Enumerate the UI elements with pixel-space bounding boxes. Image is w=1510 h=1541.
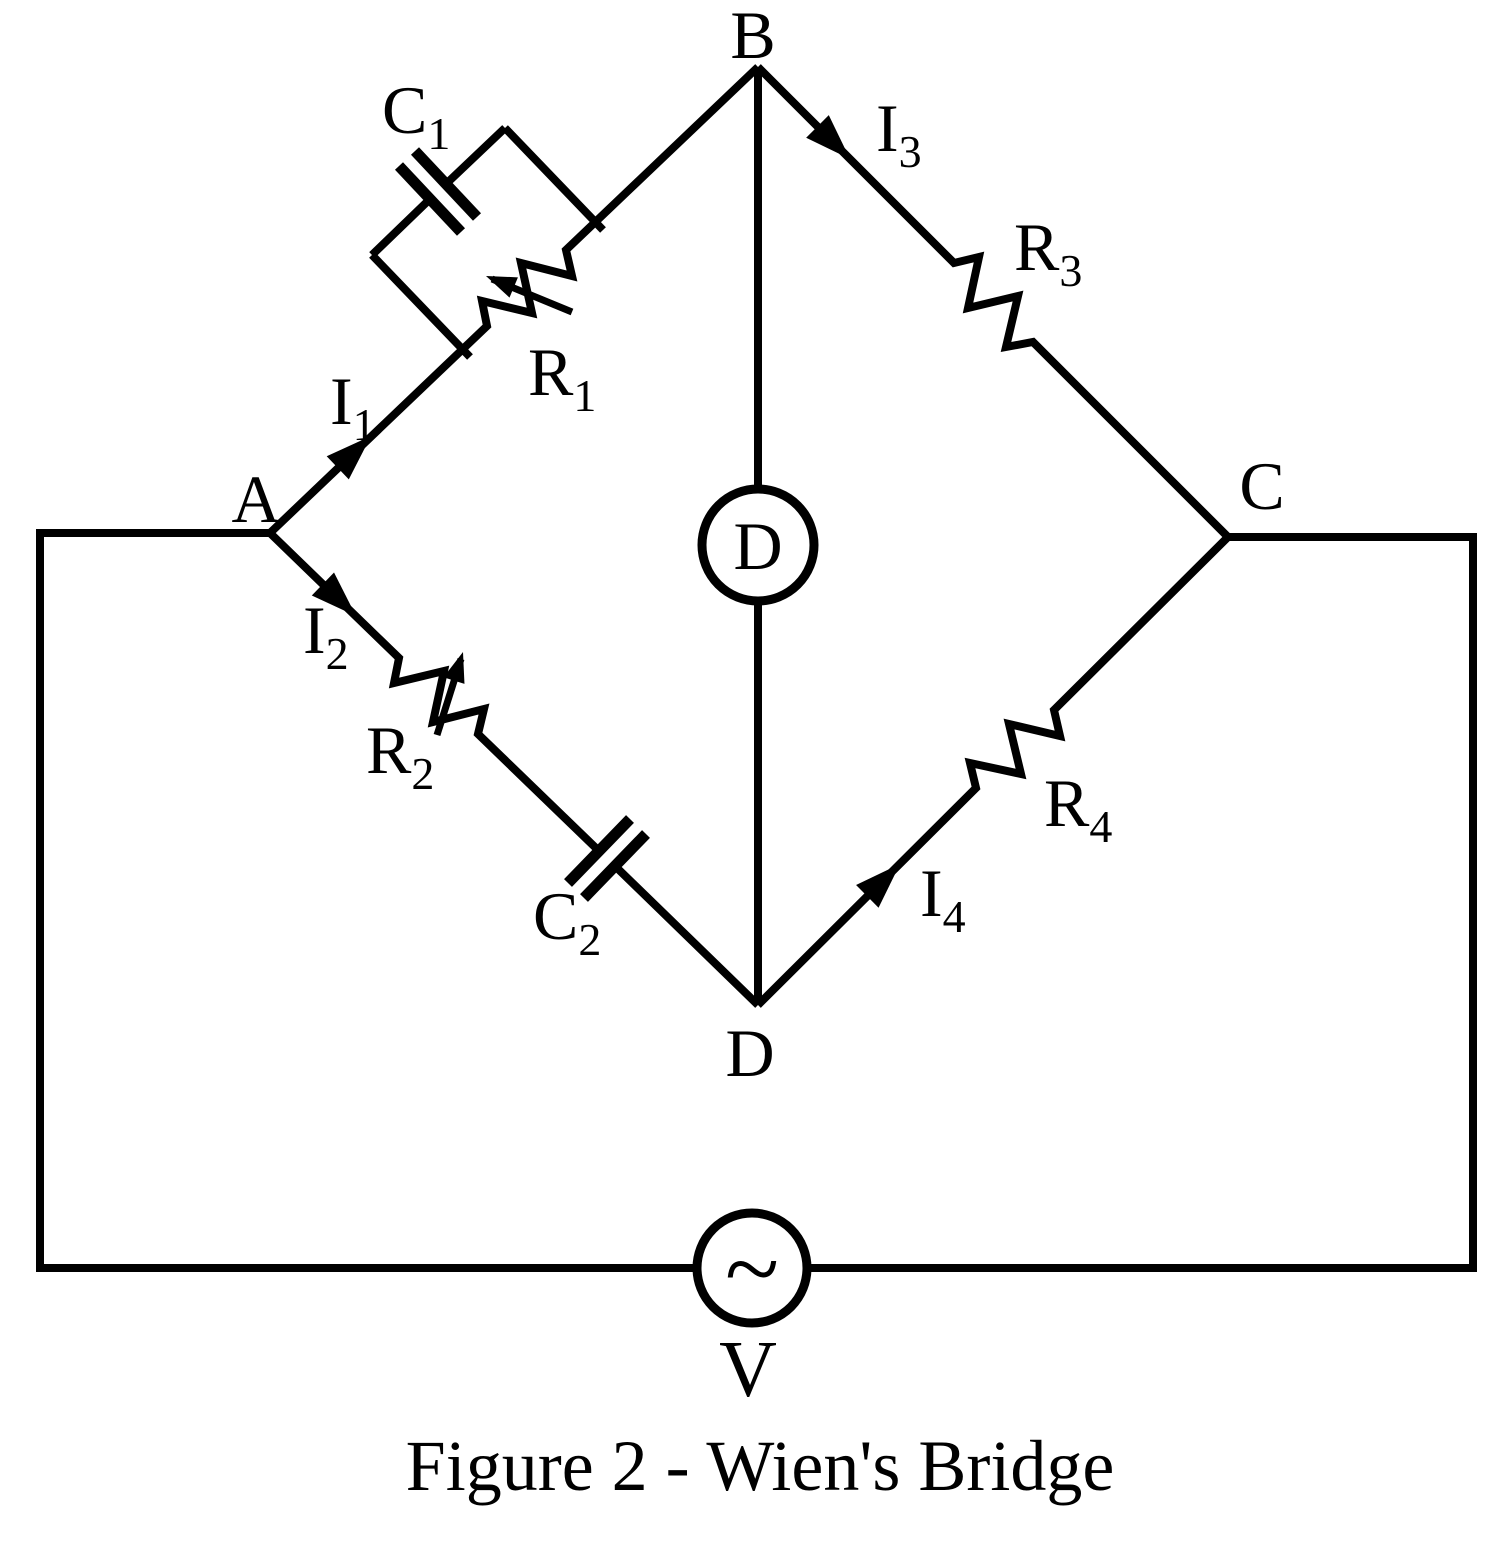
current-arrow-i2 [311,572,356,616]
current-arrow-i1 [326,436,371,480]
variable-arrow-r2-head [443,652,465,684]
label-r3: R3 [1014,209,1082,296]
c1-branch-stub-lower [369,252,473,360]
current-arrow-i3 [806,115,850,159]
label-i1: I1 [330,363,376,450]
variable-arrow-r1-head [486,276,518,298]
label-i3: I3 [876,90,922,177]
label-r2: R2 [366,712,434,799]
c1-capacitor-plate-1 [394,162,466,236]
source-label-v: V [719,1326,777,1414]
node-label-c: C [1239,448,1284,524]
ac-source-tilde-icon: ~ [725,1213,779,1324]
detector-label: D [733,508,782,584]
label-c2: C2 [533,878,601,965]
c2-capacitor-plate-1 [564,815,634,887]
node-label-b: B [730,0,775,73]
ac-source-circle [692,1208,812,1328]
arm-ab-wire [267,64,761,536]
arm-ad-wire [267,530,761,1008]
c1-branch-wire [369,125,508,258]
figure-caption: Figure 2 - Wien's Bridge [406,1426,1115,1506]
node-label-d: D [725,1015,774,1091]
node-label-a: A [231,461,280,537]
label-i4: I4 [920,855,966,942]
current-arrow-i4 [856,864,900,908]
arm-dc-wire [755,534,1231,1008]
label-c1: C1 [382,72,450,159]
detector-circle [697,484,819,606]
label-r1: R1 [528,334,596,421]
c1-capacitor-plate-2 [410,147,482,221]
c2-capacitor-plate-2 [580,830,650,902]
c1-branch-stub-upper [502,125,606,233]
label-r4: R4 [1044,765,1112,852]
arm-bc-wire [755,64,1231,540]
label-i2: I2 [303,592,349,679]
